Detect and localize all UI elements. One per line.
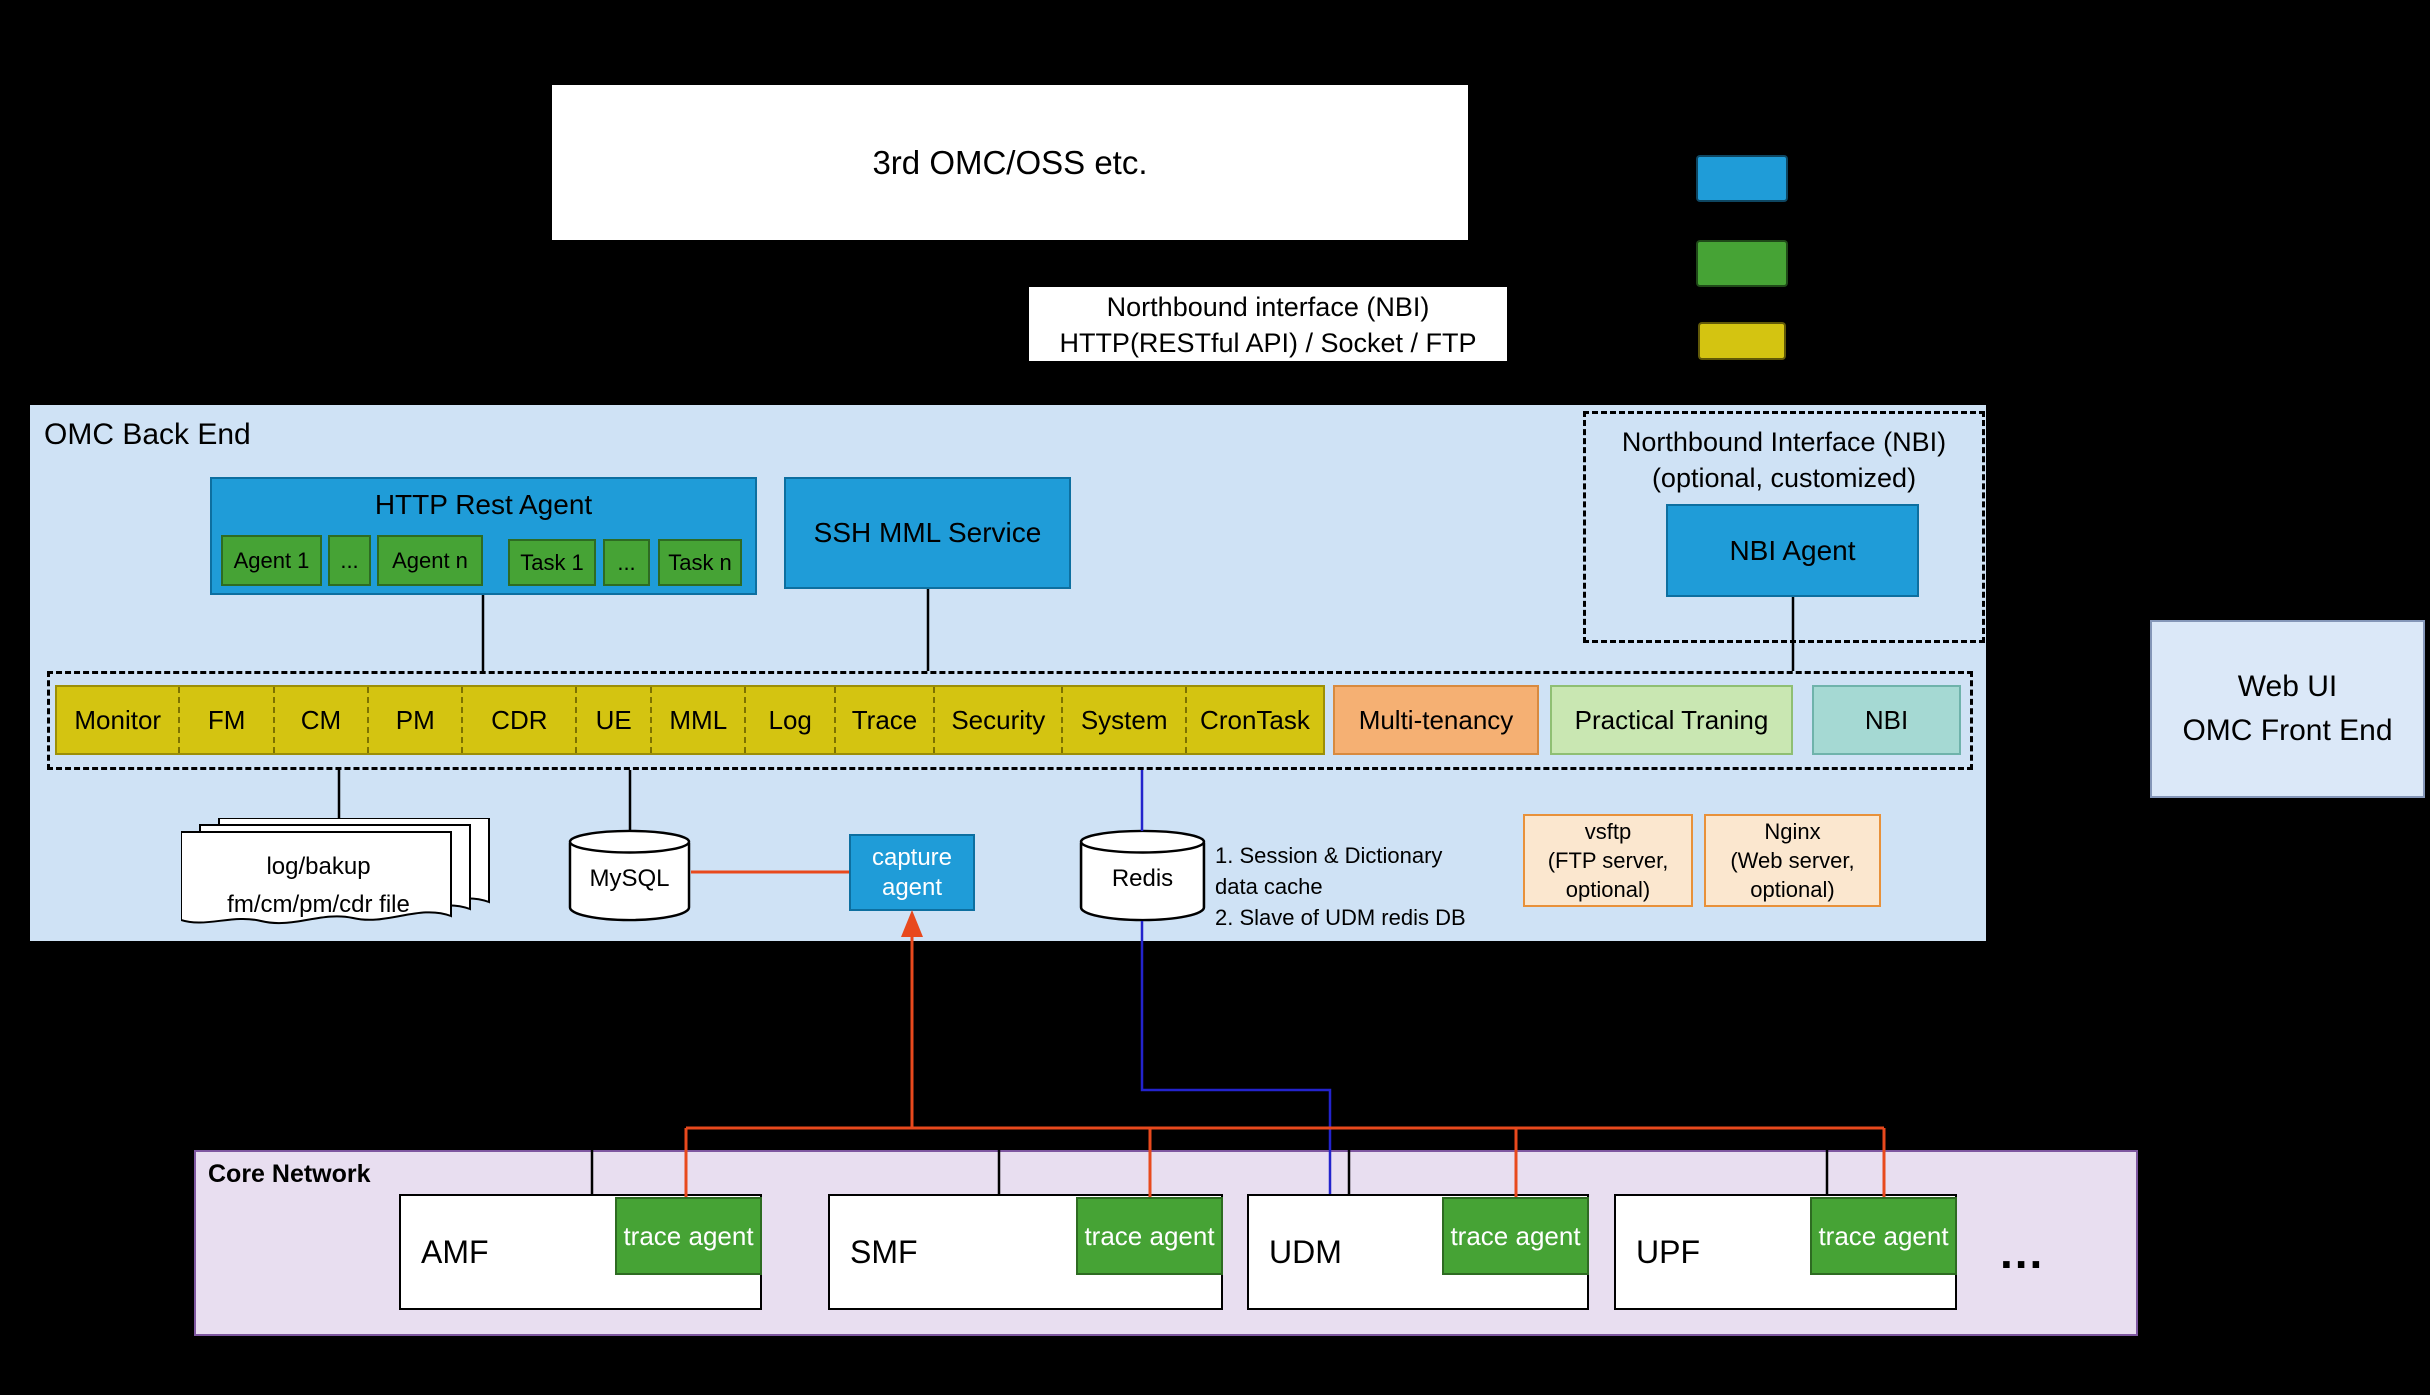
module-trace: Trace [836,687,936,753]
legend-green-swatch [1696,240,1788,287]
module-crontask: CronTask [1200,704,1310,735]
nginx-line1: Nginx [1764,819,1821,844]
module-cdr: CDR [463,687,578,753]
agent-ellipsis-box: ... [328,535,371,586]
vsftp-line3: optional) [1565,877,1651,902]
database-cylinder-icon [1079,829,1206,922]
task-ellipsis-box: ... [603,539,650,586]
documents-icon [180,817,490,925]
module-pm: PM [369,687,464,753]
module-nbi: NBI [1812,685,1961,755]
documents-label: log/bakup fm/cm/pm/cdr file [181,848,456,924]
smf-trace-agent-box: trace agent [1076,1197,1223,1275]
agent-1-box: Agent 1 [221,535,322,586]
redis-note-line3: 2. Slave of UDM redis DB [1215,905,1466,930]
mysql-label: MySQL [589,864,670,892]
task-1-box: Task 1 [508,539,596,586]
module-cm: CM [275,687,370,753]
ssh-mml-service-box: SSH MML Service [784,477,1071,589]
nbi-agent-box: NBI Agent [1666,504,1919,597]
external-omc-oss-box: 3rd OMC/OSS etc. [552,85,1468,240]
web-ui-line2: OMC Front End [2182,714,2393,747]
nginx-line3: optional) [1750,877,1835,902]
nbi-panel-line1: Northbound Interface (NBI) [1621,427,1947,457]
module-log: Log [746,687,836,753]
nbi-interface-label: Northbound interface (NBI) HTTP(RESTful … [1029,287,1507,361]
nbi-panel-line2: (optional, customized) [1651,463,1917,493]
modules-dashed-container [47,671,1973,770]
module-security: Security [935,687,1064,753]
capture-agent-box: capture agent [849,834,975,911]
nbi-panel-text: Northbound Interface (NBI) (optional, cu… [1586,424,1982,496]
http-rest-agent-title: HTTP Rest Agent [374,489,593,520]
redis-database: Redis [1079,829,1206,923]
mysql-database: MySQL [568,829,691,923]
module-multi-tenancy: Multi-tenancy [1333,685,1539,755]
nf-upf-label: UPF [1636,1233,1700,1270]
agent-n-box: Agent n [377,535,483,586]
redis-note: 1. Session & Dictionary data cache 2. Sl… [1215,840,1515,933]
nf-udm-label: UDM [1269,1233,1342,1270]
omc-back-end-title: OMC Back End [44,418,251,451]
documents-line2: fm/cm/pm/cdr file [227,891,410,918]
redis-note-line2: data cache [1215,874,1323,899]
core-network-title: Core Network [208,1160,371,1188]
vsftp-box: vsftp (FTP server, optional) [1523,814,1693,907]
vsftp-label: vsftp (FTP server, optional) [1548,817,1669,904]
more-network-functions: ... [2000,1226,2045,1278]
nf-amf-label: AMF [421,1233,489,1270]
udm-trace-agent-box: trace agent [1442,1197,1589,1275]
module-ue: UE [577,687,653,753]
nbi-optional-panel: Northbound Interface (NBI) (optional, cu… [1583,411,1985,643]
web-ui-front-end-box: Web UI OMC Front End [2150,620,2425,798]
task-n-box: Task n [658,539,742,586]
nbi-interface-line1: Northbound interface (NBI) [1106,292,1430,322]
yellow-modules-bar: Monitor FM CM PM CDR UE MML Log Trace Se… [55,685,1325,755]
redis-label: Redis [1111,864,1174,892]
database-cylinder-icon [568,829,691,922]
log-backup-files: log/bakup fm/cm/pm/cdr file [180,817,491,934]
module-mml: MML [652,687,747,753]
redis-note-line1: 1. Session & Dictionary [1215,843,1443,868]
nf-smf-label: SMF [850,1233,918,1270]
amf-trace-agent-box: trace agent [615,1197,762,1275]
upf-trace-agent-box: trace agent [1810,1197,1957,1275]
module-system: System [1063,687,1187,753]
module-monitor: Monitor [57,687,181,753]
module-fm: FM [180,687,275,753]
nginx-box: Nginx (Web server, optional) [1704,814,1881,907]
documents-line1: log/bakup [266,853,371,880]
module-practical-traning: Practical Traning [1550,685,1793,755]
nbi-interface-line2: HTTP(RESTful API) / Socket / FTP [1059,328,1477,358]
vsftp-line2: (FTP server, [1547,848,1669,873]
legend-blue-swatch [1696,155,1788,202]
web-ui-line1: Web UI [2237,670,2338,703]
web-ui-label: Web UI OMC Front End [2182,665,2392,753]
legend-yellow-swatch [1698,322,1786,360]
vsftp-line1: vsftp [1584,819,1632,844]
external-omc-oss-label: 3rd OMC/OSS etc. [872,143,1148,181]
nginx-label: Nginx (Web server, optional) [1730,817,1854,904]
nginx-line2: (Web server, [1730,848,1855,873]
